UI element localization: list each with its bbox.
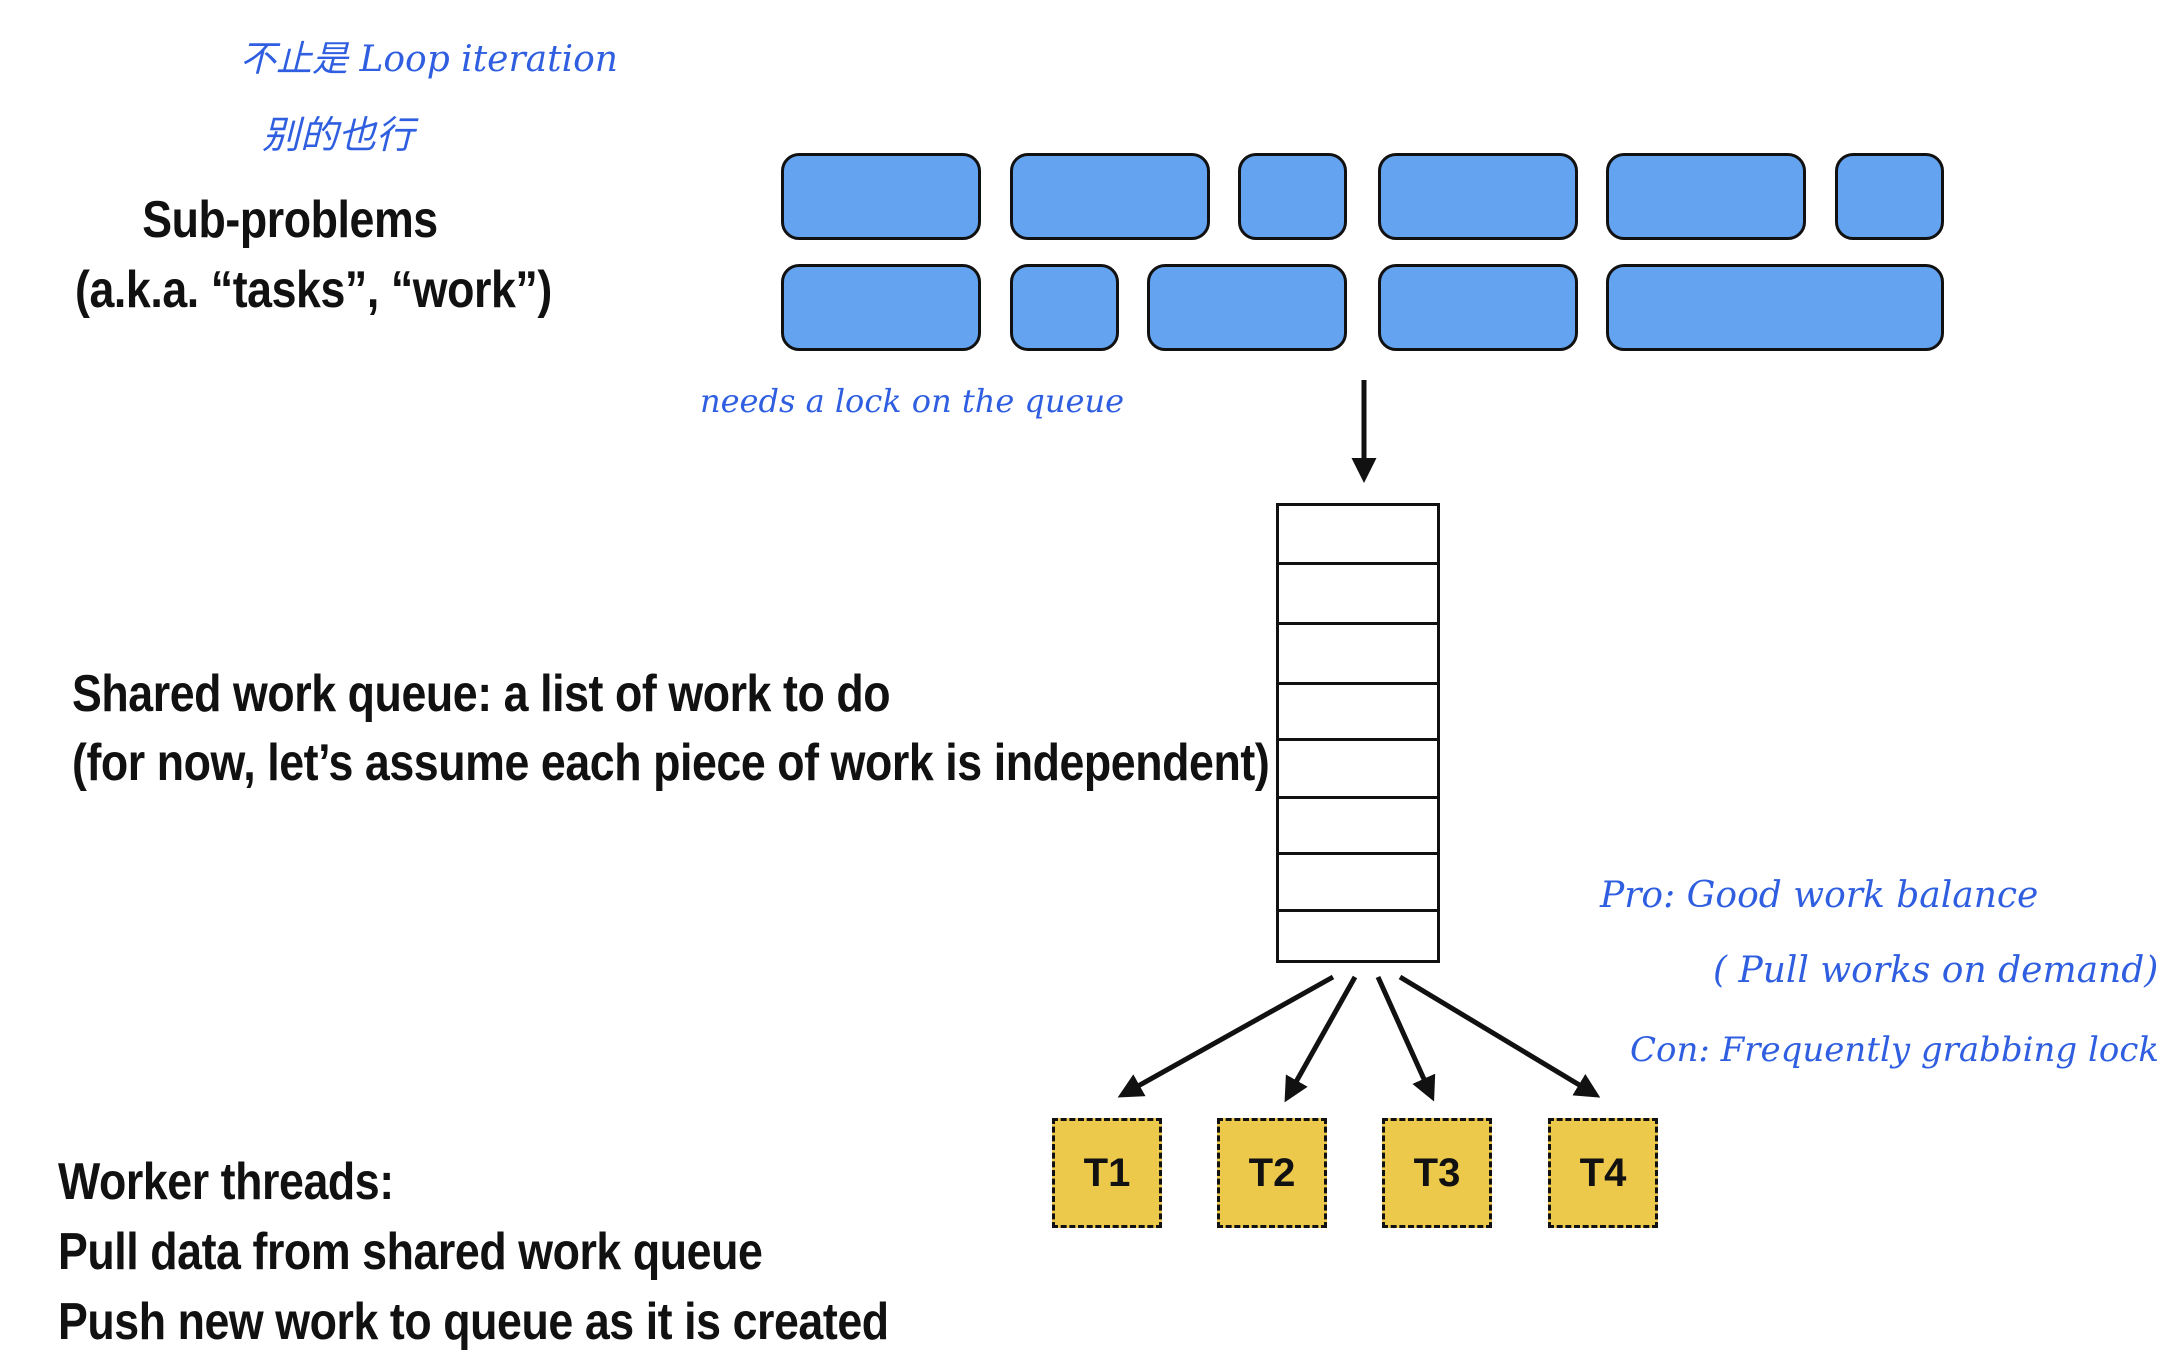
task-block: [1010, 153, 1210, 240]
task-block: [1606, 153, 1806, 240]
handwritten-note-scope: 不止是 Loop iteration: [240, 39, 618, 80]
handwritten-note-con: Con: Frequently grabbing lock: [1630, 1030, 2159, 1070]
workers-title: Worker threads:: [58, 1153, 394, 1211]
task-block: [1378, 264, 1578, 351]
workers-line-push: Push new work to queue as it is created: [58, 1293, 889, 1351]
shared-work-queue: [1276, 503, 1440, 963]
queue-slot: [1279, 796, 1437, 799]
queue-slot: [1279, 682, 1437, 685]
handwritten-note-pro-detail: ( Pull works on demand): [1713, 950, 2159, 991]
thread-t3: T3: [1382, 1118, 1492, 1228]
thread-t4: T4: [1548, 1118, 1658, 1228]
thread-label: T3: [1413, 1150, 1461, 1195]
thread-label: T2: [1248, 1150, 1296, 1195]
queue-slot: [1279, 852, 1437, 855]
shared-queue-subtitle: (for now, let’s assume each piece of wor…: [72, 734, 1270, 792]
arrow-queue-to-t2: [1284, 975, 1358, 1103]
subproblems-title: Sub-problems: [142, 191, 438, 249]
thread-label: T4: [1579, 1150, 1627, 1195]
task-block: [1378, 153, 1578, 240]
task-block: [781, 264, 981, 351]
queue-slot: [1279, 738, 1437, 741]
handwritten-note-pro: Pro: Good work balance: [1600, 875, 2039, 916]
shared-queue-title: Shared work queue: a list of work to do: [72, 665, 891, 723]
arrow-queue-to-t4: [1398, 974, 1601, 1098]
handwritten-note-lock: needs a lock on the queue: [700, 382, 1124, 420]
task-block: [1147, 264, 1347, 351]
workers-line-pull: Pull data from shared work queue: [58, 1223, 763, 1281]
thread-label: T1: [1083, 1150, 1131, 1195]
thread-t2: T2: [1217, 1118, 1327, 1228]
arrow-queue-to-t1: [1117, 974, 1335, 1098]
thread-t1: T1: [1052, 1118, 1162, 1228]
queue-slot: [1279, 622, 1437, 625]
task-block: [1835, 153, 1944, 240]
task-block: [1606, 264, 1944, 351]
queue-slot: [1279, 562, 1437, 565]
subproblems-subtitle: (a.k.a. “tasks”, “work”): [75, 261, 552, 319]
task-block: [781, 153, 981, 240]
handwritten-note-scope-2: 别的也行: [262, 113, 415, 157]
task-block: [1010, 264, 1119, 351]
task-block: [1238, 153, 1347, 240]
arrow-queue-to-t3: [1375, 975, 1436, 1102]
queue-slot: [1279, 909, 1437, 912]
